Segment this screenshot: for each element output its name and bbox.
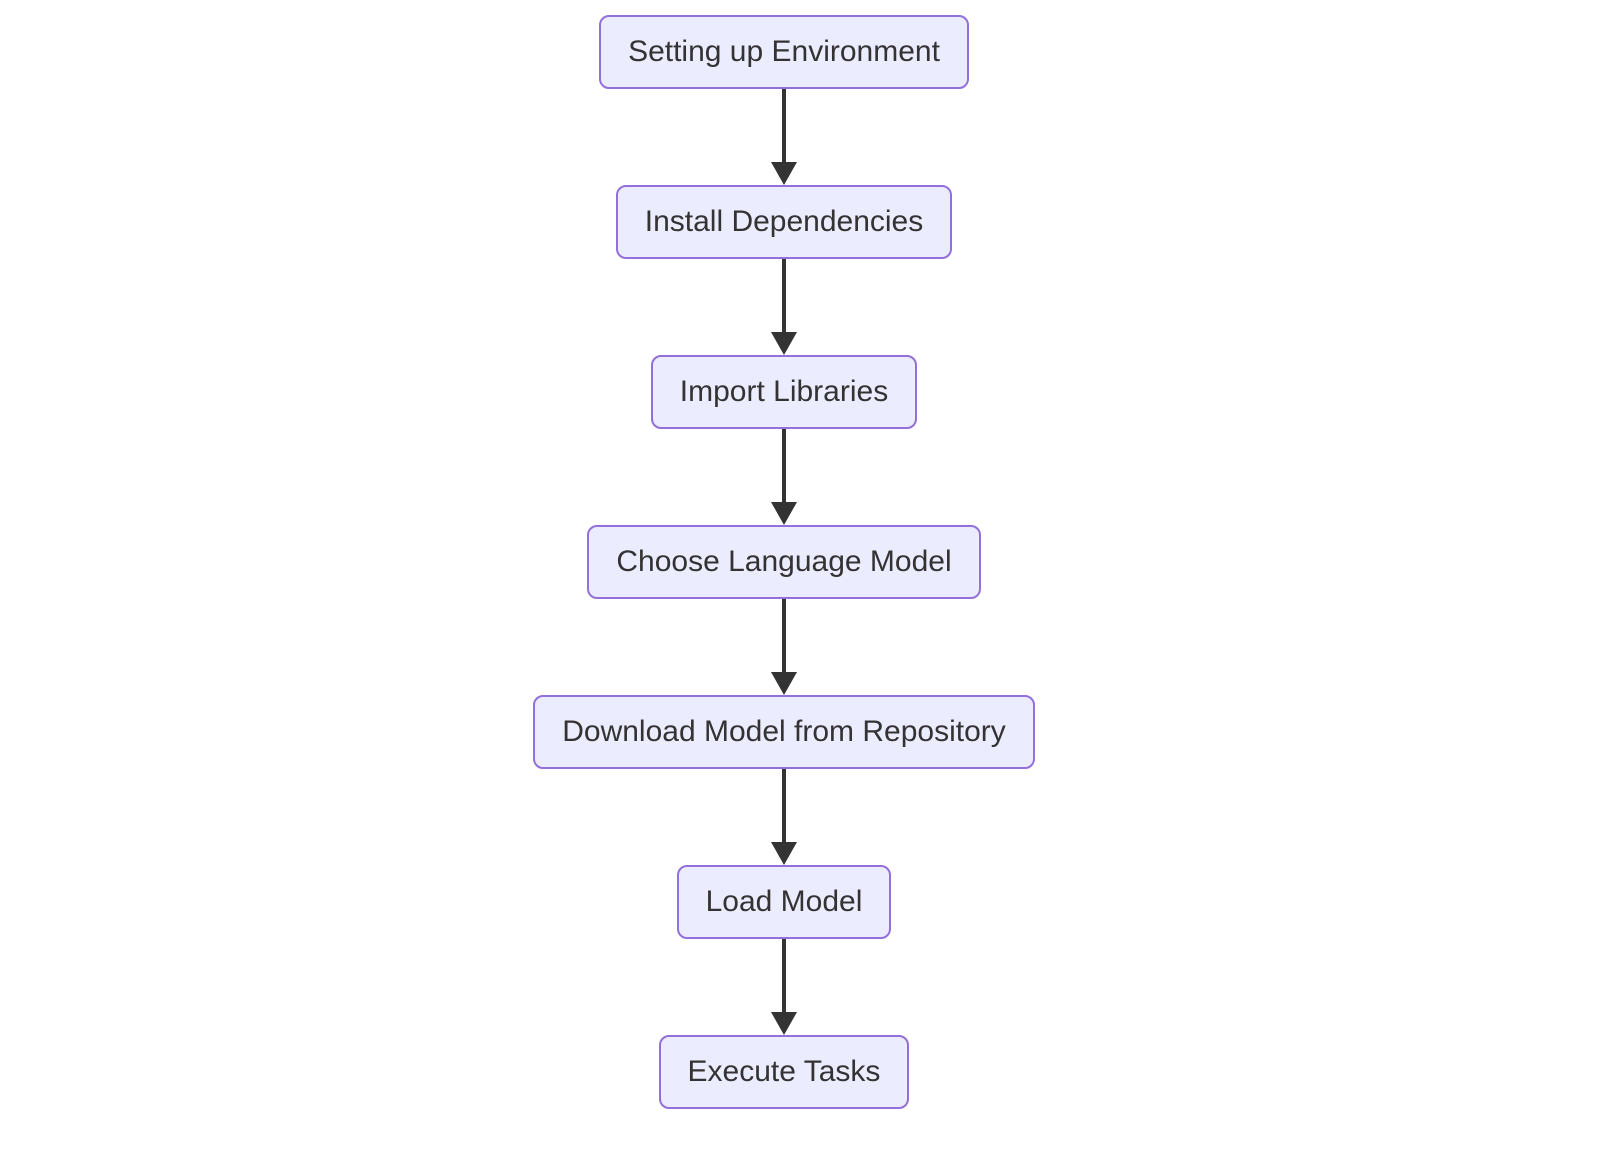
flow-node-import-libraries: Import Libraries [650, 355, 918, 429]
arrow-shaft [782, 429, 786, 503]
arrow-connector [771, 939, 797, 1035]
flowchart-column: Setting up Environment Install Dependenc… [0, 15, 1568, 1109]
arrow-shaft [782, 939, 786, 1013]
arrow-shaft [782, 259, 786, 333]
arrow-shaft [782, 769, 786, 843]
arrow-connector [771, 599, 797, 695]
arrow-connector [771, 259, 797, 355]
flow-node-download-model: Download Model from Repository [533, 695, 1035, 769]
arrow-connector [771, 769, 797, 865]
arrow-shaft [782, 599, 786, 673]
arrow-connector [771, 89, 797, 185]
flow-node-execute-tasks: Execute Tasks [658, 1035, 910, 1109]
flow-node-choose-language-model: Choose Language Model [587, 525, 981, 599]
flow-node-install-dependencies: Install Dependencies [615, 185, 953, 259]
arrowhead-icon [771, 1012, 797, 1035]
flow-node-setup-environment: Setting up Environment [599, 15, 969, 89]
arrow-shaft [782, 89, 786, 163]
arrowhead-icon [771, 502, 797, 525]
arrowhead-icon [771, 672, 797, 695]
flow-node-load-model: Load Model [676, 865, 892, 939]
arrowhead-icon [771, 162, 797, 185]
arrow-connector [771, 429, 797, 525]
arrowhead-icon [771, 332, 797, 355]
arrowhead-icon [771, 842, 797, 865]
